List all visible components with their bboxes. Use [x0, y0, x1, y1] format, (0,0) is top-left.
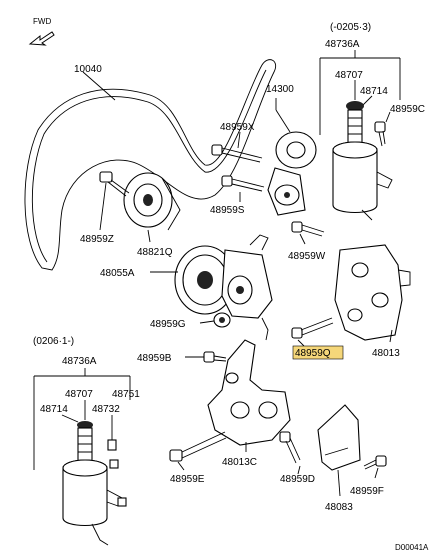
bolt-48959s — [221, 175, 265, 192]
belt-tensioner — [267, 131, 317, 216]
leader-10040 — [82, 71, 116, 101]
upper-range-label: (-0205·3) — [330, 22, 371, 33]
cover-bracket-48083 — [317, 404, 361, 471]
drive-belt — [24, 59, 276, 271]
leader-48821q — [147, 229, 151, 243]
fwd-arrow-icon — [28, 31, 55, 46]
label-48707-bottom: 48707 — [65, 389, 93, 400]
leader-48959w — [299, 233, 306, 245]
power-steering-pump — [174, 234, 273, 341]
bolt-48959d — [279, 431, 301, 464]
leader-48959e — [177, 461, 185, 471]
label-48083: 48083 — [325, 502, 353, 513]
label-48736a-top: 48736A — [325, 39, 360, 50]
label-48055a: 48055A — [100, 268, 135, 279]
label-48736a-bottom: 48736A — [62, 356, 97, 367]
leader-48959q — [297, 339, 305, 347]
leader-48083 — [337, 469, 341, 497]
reservoir-upper — [332, 101, 393, 221]
label-10040: 10040 — [74, 64, 102, 75]
label-48013c: 48013C — [222, 457, 257, 468]
lower-group-bracket: (0206·1-) — [33, 336, 131, 470]
label-48959q: 48959Q — [295, 348, 331, 359]
label-48013: 48013 — [372, 348, 400, 359]
label-48959g: 48959G — [150, 319, 186, 330]
label-48959z: 48959Z — [80, 234, 114, 245]
pump-bracket-48013c — [207, 339, 291, 446]
highlight-48959q — [292, 345, 344, 360]
label-48959c: 48959C — [390, 104, 425, 115]
label-48732: 48732 — [92, 404, 120, 415]
label-48959f: 48959F — [350, 486, 384, 497]
bolt-48959c — [374, 121, 386, 147]
leader-48959g — [199, 320, 215, 324]
leader-48959f — [374, 467, 379, 479]
leader-48959z — [99, 182, 107, 231]
leader-48959x — [237, 131, 241, 149]
label-48707-top: 48707 — [335, 70, 363, 81]
reservoir-lower — [62, 421, 127, 546]
bolt-48959e — [169, 431, 227, 462]
upper-group-bracket: (-0205·3) — [319, 22, 401, 135]
label-48821q: 48821Q — [137, 247, 173, 258]
label-48959x: 48959X — [220, 122, 255, 133]
label-48959d: 48959D — [280, 474, 315, 485]
bolt-48959q — [291, 317, 334, 339]
leader-48959d — [297, 465, 301, 475]
bolt-48959x — [211, 144, 263, 163]
label-48959w: 48959W — [288, 251, 326, 262]
forward-direction-indicator: FWD — [28, 17, 55, 46]
label-48714-bottom: 48714 — [40, 404, 68, 415]
label-14300: 14300 — [266, 84, 294, 95]
bolt-48959b — [203, 351, 227, 363]
idler-pulley — [123, 172, 181, 231]
drawing-code: D00041A — [395, 543, 429, 552]
fwd-label: FWD — [33, 17, 51, 26]
pump-bracket-48013 — [334, 244, 411, 341]
leader-48959c — [385, 111, 391, 123]
bolt-48959g — [213, 312, 231, 328]
leader-14300b — [275, 109, 291, 133]
label-48714-top: 48714 — [360, 86, 388, 97]
label-48959s: 48959S — [210, 205, 245, 216]
label-48959b: 48959B — [137, 353, 172, 364]
label-48959e: 48959E — [170, 474, 205, 485]
lower-range-label: (0206·1-) — [33, 336, 74, 347]
bolt-48959w — [291, 221, 325, 237]
leader-48013 — [389, 329, 393, 343]
bolt-48959f — [363, 455, 387, 470]
label-48751: 48751 — [112, 389, 140, 400]
bolt-48959z — [99, 171, 130, 197]
